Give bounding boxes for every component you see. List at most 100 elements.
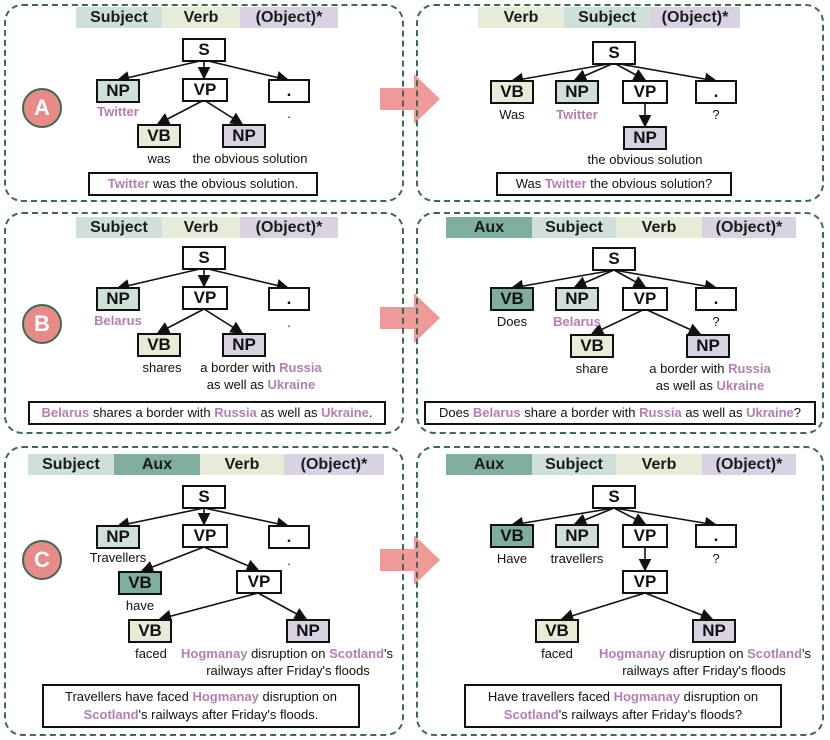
header-a-left: Subject Verb (Object)* bbox=[76, 7, 338, 28]
word-np: Belarus bbox=[553, 314, 601, 329]
text: disruption on bbox=[680, 689, 759, 704]
node-vb: VB bbox=[137, 124, 181, 148]
node-vb: VB bbox=[570, 334, 614, 358]
entity: Russia bbox=[214, 405, 257, 420]
text: Have travellers faced bbox=[487, 689, 614, 704]
text: . bbox=[368, 405, 373, 420]
word-dot: ? bbox=[712, 551, 720, 566]
text: as well as bbox=[655, 378, 717, 393]
word-dot: ? bbox=[712, 314, 720, 329]
sentence-b-left: Belarus shares a border with Russia as w… bbox=[28, 401, 386, 425]
entity: Hogmanay bbox=[192, 689, 259, 704]
node-dot: . bbox=[695, 287, 737, 311]
entity: Belarus bbox=[472, 405, 521, 420]
header-subject: Subject bbox=[28, 454, 114, 475]
node-vp: VP bbox=[622, 524, 668, 548]
node-vp: VP bbox=[622, 287, 668, 311]
word-object-line1: a border with Russia bbox=[644, 361, 776, 377]
node-vb-aux: VB bbox=[118, 571, 162, 595]
header-object: (Object)* bbox=[650, 7, 740, 28]
word-object-line1: Hogmanay disruption on Scotland's bbox=[172, 646, 402, 662]
node-vp: VP bbox=[182, 78, 228, 102]
header-subject: Subject bbox=[564, 7, 650, 28]
word-object-line2: as well as Ukraine bbox=[644, 378, 776, 394]
word-vb: was bbox=[147, 151, 171, 166]
entity: Hogmanay bbox=[180, 646, 248, 661]
header-verb: Verb bbox=[162, 7, 240, 28]
node-np-object: NP bbox=[222, 333, 266, 357]
entity: Twitter bbox=[544, 176, 587, 191]
node-dot: . bbox=[695, 524, 737, 548]
node-np: NP bbox=[96, 79, 140, 103]
panel-b-declarative bbox=[4, 212, 404, 434]
header-verb: Verb bbox=[162, 217, 240, 238]
word-vb-aux: have bbox=[125, 598, 155, 613]
word-dot: . bbox=[287, 553, 291, 568]
node-np-object: NP bbox=[623, 126, 667, 150]
text: disruption on bbox=[665, 646, 748, 661]
entity: Scotland bbox=[83, 707, 139, 722]
header-subject: Subject bbox=[532, 217, 616, 238]
sentence-c-left: Travellers have faced Hogmanay disruptio… bbox=[42, 684, 360, 728]
node-np-object: NP bbox=[692, 619, 736, 643]
text: Travellers have faced bbox=[65, 689, 193, 704]
header-verb: Verb bbox=[200, 454, 284, 475]
word-object-line1: a border with Russia bbox=[196, 360, 326, 376]
header-object: (Object)* bbox=[284, 454, 384, 475]
entity: Scotland bbox=[503, 707, 559, 722]
entity: Russia bbox=[728, 361, 771, 376]
entity: Hogmanay bbox=[598, 646, 666, 661]
text: 's bbox=[802, 646, 812, 661]
node-vp-inner: VP bbox=[236, 570, 282, 594]
word-dot: . bbox=[287, 315, 291, 330]
label-b-circle: B bbox=[22, 304, 62, 344]
text: as well as bbox=[256, 405, 322, 420]
panel-c-declarative bbox=[4, 446, 404, 736]
node-np: NP bbox=[96, 287, 140, 311]
text: disruption on bbox=[258, 689, 337, 704]
header-subject: Subject bbox=[76, 217, 162, 238]
text: 's railways after Friday's floods? bbox=[558, 707, 743, 722]
header-object: (Object)* bbox=[240, 217, 338, 238]
entity: Russia bbox=[639, 405, 682, 420]
entity: Scotland bbox=[747, 646, 803, 661]
entity: Twitter bbox=[107, 176, 150, 191]
node-dot: . bbox=[268, 79, 310, 103]
panel-a-question bbox=[416, 4, 824, 202]
node-np-object: NP bbox=[686, 334, 730, 358]
entity: Belarus bbox=[41, 405, 90, 420]
sentence-c-right: Have travellers faced Hogmanay disruptio… bbox=[464, 684, 782, 728]
entity: Scotland bbox=[329, 646, 385, 661]
node-vb: VB bbox=[128, 619, 172, 643]
entity: Ukraine bbox=[746, 405, 794, 420]
header-a-right: Verb Subject (Object)* bbox=[478, 7, 740, 28]
node-np: NP bbox=[555, 80, 599, 104]
node-np: NP bbox=[555, 524, 599, 548]
text: shares a border with bbox=[89, 405, 215, 420]
text: a border with bbox=[649, 361, 729, 376]
text: the obvious solution? bbox=[586, 176, 713, 191]
label-a-circle: A bbox=[22, 88, 62, 128]
word-np: Travellers bbox=[89, 550, 147, 565]
text: as well as bbox=[681, 405, 747, 420]
header-subject: Subject bbox=[76, 7, 162, 28]
entity: Ukraine bbox=[716, 378, 765, 393]
panel-a-declarative bbox=[4, 4, 404, 202]
header-aux: Aux bbox=[446, 217, 532, 238]
node-vp-inner: VP bbox=[622, 570, 668, 594]
header-object: (Object)* bbox=[702, 454, 796, 475]
text: 's bbox=[384, 646, 394, 661]
word-vb: share bbox=[575, 361, 609, 376]
word-vb: faced bbox=[541, 646, 573, 661]
word-dot: ? bbox=[712, 107, 720, 122]
word-vb-aux: Does bbox=[496, 314, 528, 329]
entity: Ukraine bbox=[267, 377, 316, 392]
panel-b-question bbox=[416, 212, 824, 434]
text: Does bbox=[438, 405, 473, 420]
word-object: the obvious solution bbox=[192, 151, 308, 166]
node-vp: VP bbox=[622, 80, 668, 104]
label-c-circle: C bbox=[22, 540, 62, 580]
sentence-a-left: Twitter was the obvious solution. bbox=[88, 172, 318, 196]
text: was the obvious solution. bbox=[149, 176, 299, 191]
entity: Hogmanay bbox=[613, 689, 681, 704]
